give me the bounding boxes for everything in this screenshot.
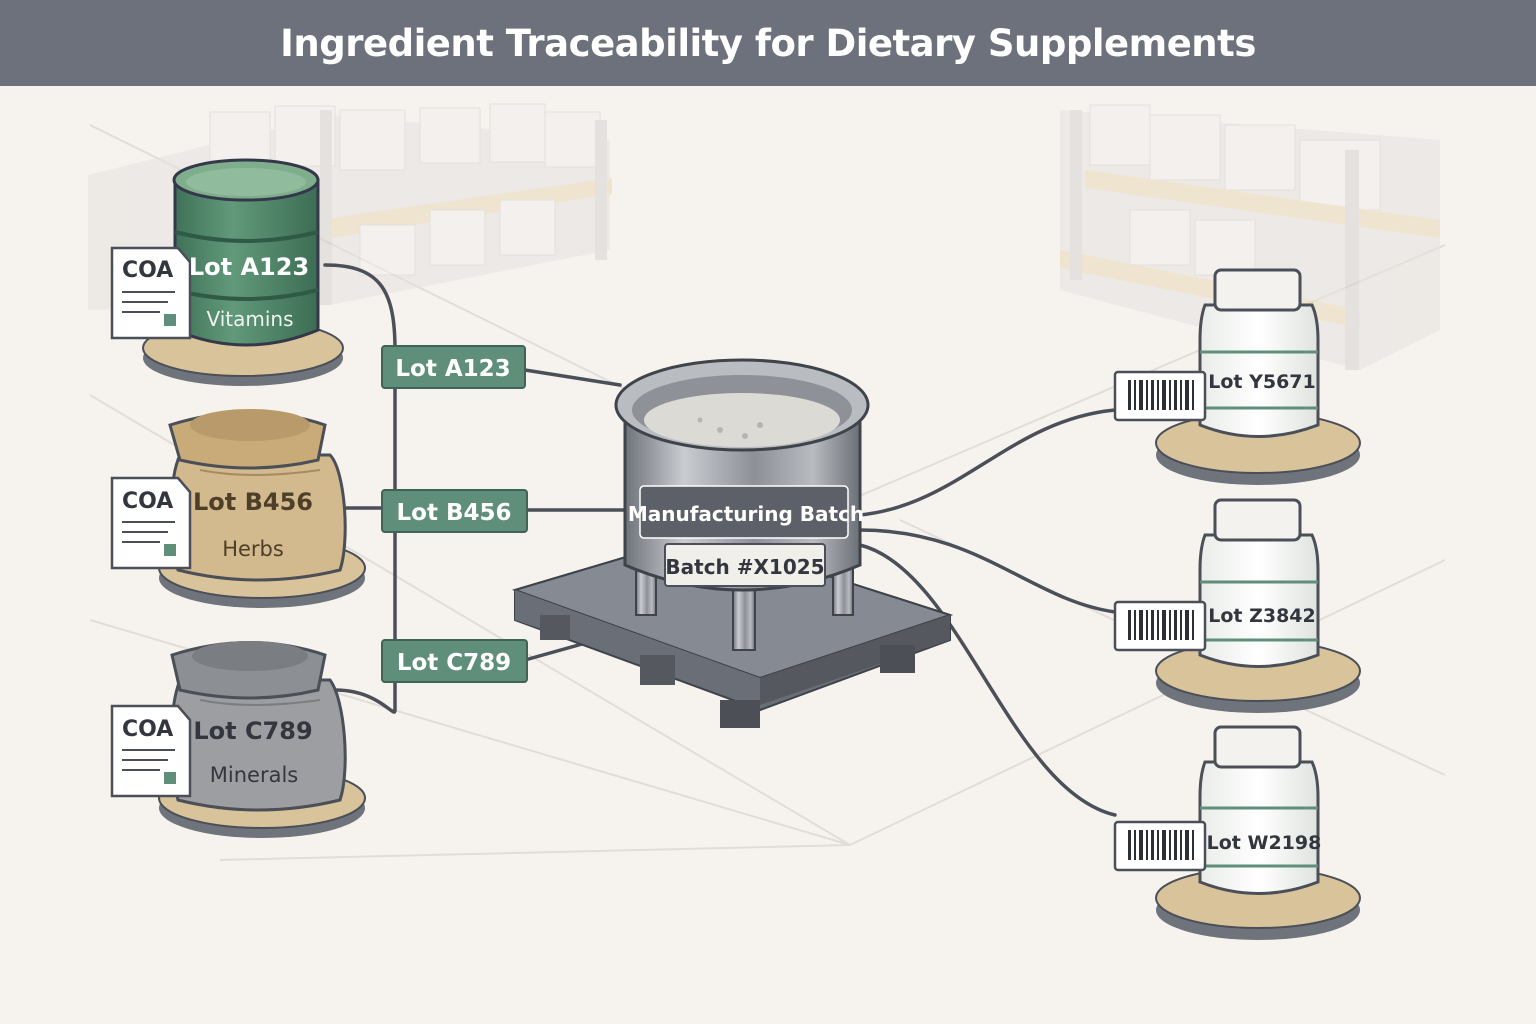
barcode-icon-w2198 — [1113, 820, 1207, 872]
batch-number-plate — [664, 543, 826, 587]
bottle-w2198 — [1155, 725, 1361, 940]
lot-tags: Lot A123 Lot B456 Lot C789 — [381, 345, 528, 683]
name-label-vitamins: Vitamins — [206, 307, 293, 331]
lot-tag-c789 — [381, 639, 528, 683]
lot-tag-b456 — [381, 489, 528, 533]
coa-document-minerals — [110, 704, 192, 798]
bottle-y5671 — [1155, 268, 1361, 485]
batch-label: Manufacturing Batch — [628, 502, 864, 526]
title-bar — [0, 0, 1536, 86]
coa-document-herbs — [110, 476, 192, 570]
lot-label-vitamins: Lot A123 — [189, 253, 309, 281]
barcode-icon-z3842 — [1113, 600, 1207, 652]
lot-label-herbs: Lot B456 — [193, 488, 313, 516]
product-lot-w2198: Lot W2198 — [1207, 832, 1322, 854]
minerals-sack — [170, 641, 347, 812]
coa-label-herbs: COA — [122, 489, 173, 514]
mixing-vessel — [614, 358, 870, 651]
batch-label-plate — [639, 485, 849, 539]
lot-tag-a123-text: Lot A123 — [395, 356, 510, 382]
barcode-icon-y5671 — [1113, 370, 1207, 422]
herbs-sack — [168, 409, 347, 582]
product-lot-z3842: Lot Z3842 — [1208, 605, 1316, 627]
name-label-minerals: Minerals — [210, 763, 298, 787]
batch-number: Batch #X1025 — [665, 555, 824, 579]
product-lot-y5671: Lot Y5671 — [1208, 371, 1316, 393]
page-title: Ingredient Traceability for Dietary Supp… — [280, 21, 1256, 65]
vitamins-drum — [172, 158, 320, 347]
lot-label-minerals: Lot C789 — [193, 717, 312, 745]
warehouse-shelf-right — [1060, 104, 1440, 370]
name-label-herbs: Herbs — [222, 537, 284, 561]
lot-tag-c789-text: Lot C789 — [397, 650, 511, 676]
coa-label-minerals: COA — [122, 717, 173, 742]
coa-document-vitamins — [110, 246, 192, 340]
coa-label-vitamins: COA — [122, 258, 173, 283]
lot-tag-b456-text: Lot B456 — [397, 500, 512, 526]
lot-tag-a123 — [381, 345, 526, 389]
bottle-z3842 — [1155, 498, 1361, 713]
